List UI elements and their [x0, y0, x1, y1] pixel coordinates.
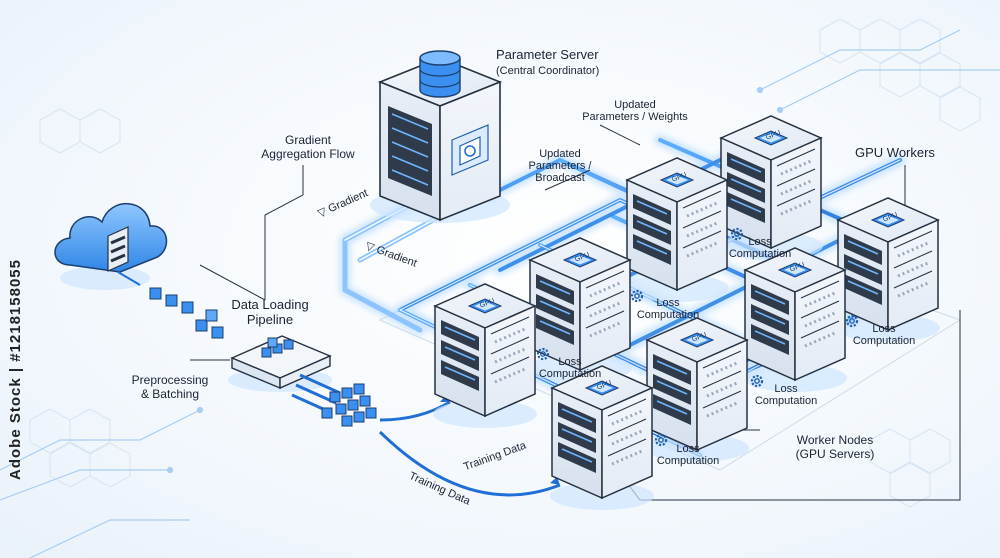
worker-nodes-label: Worker Nodes (GPU Servers): [795, 433, 875, 461]
updated-weights-label: Updated Parameters / Weights: [582, 99, 688, 123]
batch-cubes: [321, 383, 377, 427]
broadcast-label: Updated Parameters / Broadcast: [528, 148, 592, 184]
leader-lines: [190, 124, 906, 431]
preprocessing-label: Preprocessing & Batching: [131, 373, 209, 401]
background-decoration: [29, 18, 981, 508]
cloud-icon: [54, 203, 168, 290]
data-loading-label: Data Loading Pipeline: [231, 297, 309, 327]
parameter-server: [370, 50, 510, 223]
gpu-workers-label: GPU Workers: [855, 145, 935, 160]
parameter-server-subtitle: (Central Coordinator): [496, 65, 600, 77]
gradient-aggregation-label: Gradient Aggregation Flow: [261, 133, 355, 161]
data-loading-pipeline: [228, 335, 332, 392]
database-icon: [419, 50, 461, 98]
stock-watermark: Adobe Stock | #1218158055: [7, 259, 24, 480]
parameter-server-title: Parameter Server: [496, 47, 599, 62]
circuit-lines: [0, 29, 1000, 558]
data-blocks: [117, 271, 224, 339]
cpu-sync-icon: [451, 124, 489, 176]
